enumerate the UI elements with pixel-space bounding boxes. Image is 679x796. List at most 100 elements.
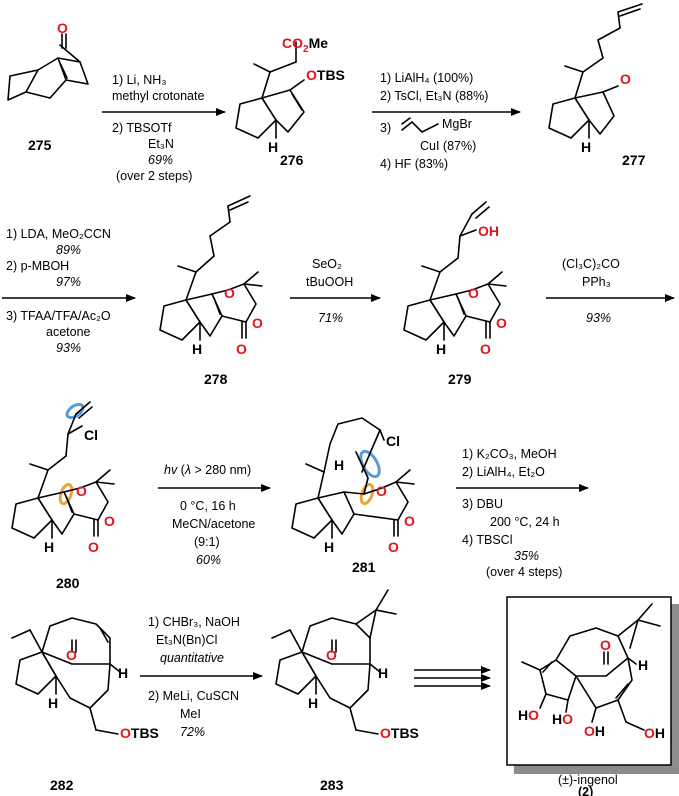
atom-o2-279: O	[496, 315, 507, 331]
atom-o1-281: O	[376, 483, 387, 499]
atom-o-282: O	[66, 647, 77, 663]
atom-h1-281: H	[334, 457, 344, 473]
atom-oh-279: OH	[478, 223, 499, 239]
atom-o-277: O	[620, 71, 631, 87]
conditions-step-1: 1) Li, NH₃ methyl crotonate 2) TBSOTf Et…	[112, 73, 204, 183]
compound-label-278: 278	[204, 371, 228, 387]
atom-o3-281: O	[388, 539, 399, 555]
otbs-283: OTBS	[380, 725, 419, 741]
step5-line2: PPh₃	[582, 275, 611, 289]
structure-276: H CO2Me OTBS	[235, 35, 345, 155]
compound-label-277: 277	[622, 152, 646, 168]
atom-o3-278: O	[236, 341, 247, 357]
atom-h-276: H	[268, 139, 278, 155]
step7-line3: 3) DBU	[462, 497, 503, 511]
conditions-step-3: 1) LDA, MeO₂CCN 89% 2) p-MBOH 97% 3) TFA…	[6, 227, 111, 355]
otbs-282: OTBS	[120, 725, 159, 741]
atom-h1-282: H	[118, 665, 128, 681]
compound-label-283: 283	[320, 777, 344, 793]
atom-h2-283: H	[308, 695, 318, 711]
step8-line6: 72%	[180, 725, 205, 739]
atom-h-277: H	[581, 139, 591, 155]
step8-line1: 1) CHBr₃, NaOH	[148, 615, 240, 629]
step7-line5: 4) TBSCl	[462, 533, 512, 547]
ho-2-ingenol: HO	[552, 711, 573, 727]
atom-h-278: H	[192, 341, 202, 357]
atom-o2-280: O	[104, 513, 115, 529]
step1-line2: methyl crotonate	[112, 89, 204, 103]
atom-cl-280: Cl	[84, 427, 98, 443]
step3-line1: 1) LDA, MeO₂CCN	[6, 227, 111, 241]
conditions-step-7: 1) K₂CO₃, MeOH 2) LiAlH₄, Et₂O 3) DBU 20…	[462, 447, 562, 579]
step3-line6: acetone	[46, 325, 91, 339]
step3-line7: 93%	[56, 341, 81, 355]
conditions-step-2: 1) LiAlH₄ (100%) 2) TsCl, Et₃N (88%) 3) …	[380, 71, 488, 171]
step7-line6: 35%	[514, 549, 539, 563]
compound-label-280: 280	[56, 575, 80, 591]
step5-line3: 93%	[586, 311, 611, 325]
atom-h2-281: H	[324, 539, 334, 555]
step3-line2: 89%	[56, 243, 81, 257]
step3-line5: 3) TFAA/TFA/Ac₂O	[6, 309, 111, 323]
compound-label-276: 276	[280, 152, 304, 168]
ingenol-name: (±)-ingenol	[558, 773, 618, 787]
step8-line2: Et₃N(Bn)Cl	[156, 633, 217, 647]
oh-ingenol: OH	[584, 723, 605, 739]
step6-line1: hv (λ > 280 nm)	[164, 463, 251, 477]
structure-280: Cl O O O H	[11, 401, 115, 555]
multi-step-arrow	[414, 666, 491, 690]
structure-277: O H	[548, 3, 643, 155]
step6-line4: (9:1)	[194, 535, 220, 549]
ester-co2me-276: CO2Me	[282, 35, 328, 55]
ingenol-box	[506, 596, 679, 774]
step2-line1: 1) LiAlH₄ (100%)	[380, 71, 473, 85]
step1-line5: 69%	[148, 153, 173, 167]
compound-label-279: 279	[448, 371, 472, 387]
atom-o-283: O	[326, 647, 337, 663]
conditions-step-6: hv (λ > 280 nm) 0 °C, 16 h MeCN/acetone …	[164, 463, 255, 567]
atom-o-ingenol: O	[600, 637, 611, 653]
step7-line2: 2) LiAlH₄, Et₂O	[462, 465, 545, 479]
step6-line2: 0 °C, 16 h	[180, 499, 236, 513]
highlight-blue-280	[65, 402, 85, 420]
step2-line5: 4) HF (83%)	[380, 157, 448, 171]
atom-o1-279: O	[468, 285, 479, 301]
ho-1-ingenol: HO	[518, 707, 539, 723]
step3-line4: 97%	[56, 275, 81, 289]
step6-line3: MeCN/acetone	[172, 517, 255, 531]
step1-line1: 1) Li, NH₃	[112, 73, 166, 87]
step2-line2: 2) TsCl, Et₃N (88%)	[380, 89, 488, 103]
atom-o3-279: O	[480, 341, 491, 357]
conditions-step-8: 1) CHBr₃, NaOH Et₃N(Bn)Cl quantitative 2…	[148, 615, 240, 739]
highlight-orange-280	[58, 482, 74, 506]
structure-282: O H H OTBS	[11, 617, 159, 741]
atom-o3-280: O	[88, 539, 99, 555]
highlight-orange-281	[359, 482, 375, 506]
step4-line3: 71%	[318, 311, 343, 325]
step7-line1: 1) K₂CO₃, MeOH	[462, 447, 557, 461]
structure-278: O O O H	[159, 195, 263, 357]
step8-line4: 2) MeLi, CuSCN	[148, 689, 239, 703]
atom-o2-278: O	[252, 315, 263, 331]
atom-cl-281: Cl	[386, 433, 400, 449]
allyl-group-drawing	[401, 121, 439, 133]
compound-label-282: 282	[50, 777, 74, 793]
step8-line5: MeI	[180, 707, 201, 721]
structure-279: OH O O O H	[403, 201, 507, 357]
step2-line4: CuI (87%)	[420, 139, 476, 153]
conditions-step-5: (Cl₃C)₂CO PPh₃ 93%	[562, 257, 620, 325]
atom-h-ingenol: H	[638, 657, 648, 673]
step8-line3: quantitative	[160, 651, 224, 665]
step1-line4: Et₃N	[148, 137, 174, 151]
oh-2-ingenol: OH	[644, 725, 665, 741]
step3-line3: 2) p-MBOH	[6, 259, 69, 273]
step6-line5: 60%	[196, 553, 221, 567]
atom-h-280: H	[44, 539, 54, 555]
atom-o2-281: O	[404, 513, 415, 529]
conditions-step-4: SeO₂ tBuOOH 71%	[306, 257, 353, 325]
otbs-276: OTBS	[306, 67, 345, 83]
structure-281: Cl H O O O H	[291, 417, 415, 555]
structure-283: O H H OTBS	[271, 589, 419, 741]
step7-line4: 200 °C, 24 h	[490, 515, 560, 529]
